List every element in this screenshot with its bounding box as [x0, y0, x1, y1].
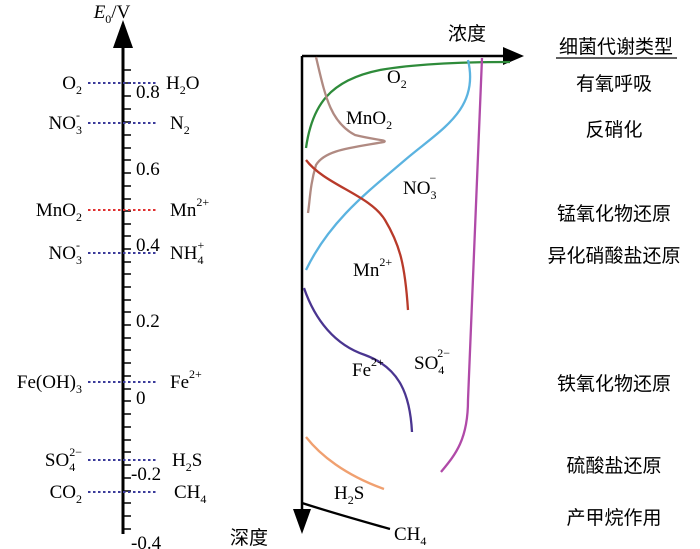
mno2-curve [306, 56, 386, 214]
metabolism-header: 细菌代谢类型 [559, 36, 673, 58]
h2s-curve-label: H2S [334, 483, 364, 507]
mno2-curve-label: MnO2 [346, 108, 392, 132]
redox-couple-oxidized-no3-n2: NO3- [49, 108, 82, 137]
redox-couple-oxidized-so4: SO42− [45, 445, 82, 474]
concentration-profile: 浓度 深度 O2 MnO2 NO3− Mn2+ SO42− Fe2+ H2S C… [230, 23, 524, 549]
potential-axis-arrowhead [113, 20, 133, 48]
axis-tick-label: 0 [136, 388, 146, 409]
no3-curve-label: NO3− [403, 171, 436, 202]
o2-curve [304, 60, 511, 149]
o2-curve-label: O2 [387, 67, 407, 91]
depth-axis-arrowhead [293, 509, 311, 534]
fe-curve-label: Fe2+ [352, 355, 384, 381]
redox-couple-oxidized-mno2: MnO2 [36, 200, 82, 224]
redox-couple-oxidized-feoh3: Fe(OH)3 [17, 372, 82, 396]
axis-tick-label: 0.8 [136, 82, 160, 103]
metabolism-type-aerobic: 有氧呼吸 [576, 73, 652, 95]
concentration-axis-arrowhead [503, 47, 524, 65]
no3-curve [304, 59, 472, 271]
metabolism-type-sulfate-reduction: 硫酸盐还原 [566, 455, 661, 477]
concentration-axis-label: 浓度 [448, 23, 486, 45]
potential-axis-label: E0/V [93, 2, 131, 26]
mn-curve [305, 159, 410, 311]
depth-axis-label: 深度 [230, 527, 268, 549]
metabolism-type-mn-reduction: 锰氧化物还原 [557, 203, 671, 225]
ch4-curve [301, 501, 391, 531]
redox-couple-oxidized-o2: O2 [62, 73, 82, 97]
axis-tick-label: 0.6 [136, 159, 160, 180]
so4-curve-label: SO42− [414, 346, 450, 377]
redox-couple-oxidized-no3-nh4: NO3- [49, 238, 82, 267]
axis-tick-label: 0.2 [136, 311, 160, 332]
redox-couple-reduced-mno2: Mn2+ [170, 195, 209, 221]
redox-couple-reduced-no3-n2: N2 [170, 113, 190, 137]
metabolism-types: 细菌代谢类型 有氧呼吸 反硝化 锰氧化物还原 异化硝酸盐还原 铁氧化物还原 硫酸… [547, 36, 680, 529]
axis-tick-label: 0.4 [136, 235, 160, 256]
fe-curve [302, 287, 414, 433]
redox-couple-reduced-o2: H2O [166, 73, 199, 97]
redox-couple-reduced-co2: CH4 [174, 482, 206, 506]
so4-curve [440, 57, 484, 473]
metabolism-type-fe-reduction: 铁氧化物还原 [557, 373, 671, 395]
metabolism-type-methanogenesis: 产甲烷作用 [566, 507, 661, 529]
potential-axis: E0/V 0.8 0.6 0.4 0.2 0 -0.2 -0.4 [93, 2, 162, 549]
metabolism-type-nitrate-reduction: 异化硝酸盐还原 [547, 245, 680, 267]
metabolism-type-denitrification: 反硝化 [585, 119, 642, 141]
mn-curve-label: Mn2+ [353, 255, 392, 281]
redox-couple-oxidized-co2: CO2 [50, 482, 82, 506]
potential-axis-ticks: 0.8 0.6 0.4 0.2 0 -0.2 -0.4 [123, 69, 162, 549]
ch4-curve-label: CH4 [394, 524, 426, 548]
redox-couple-reduced-no3-nh4: NH4+ [170, 238, 204, 267]
redox-couple-reduced-feoh3: Fe2+ [170, 367, 202, 393]
h2s-curve [305, 436, 385, 491]
axis-tick-label: -0.4 [131, 533, 162, 549]
redox-couple-reduced-so4: H2S [172, 450, 202, 474]
axis-tick-label: -0.2 [131, 464, 161, 485]
